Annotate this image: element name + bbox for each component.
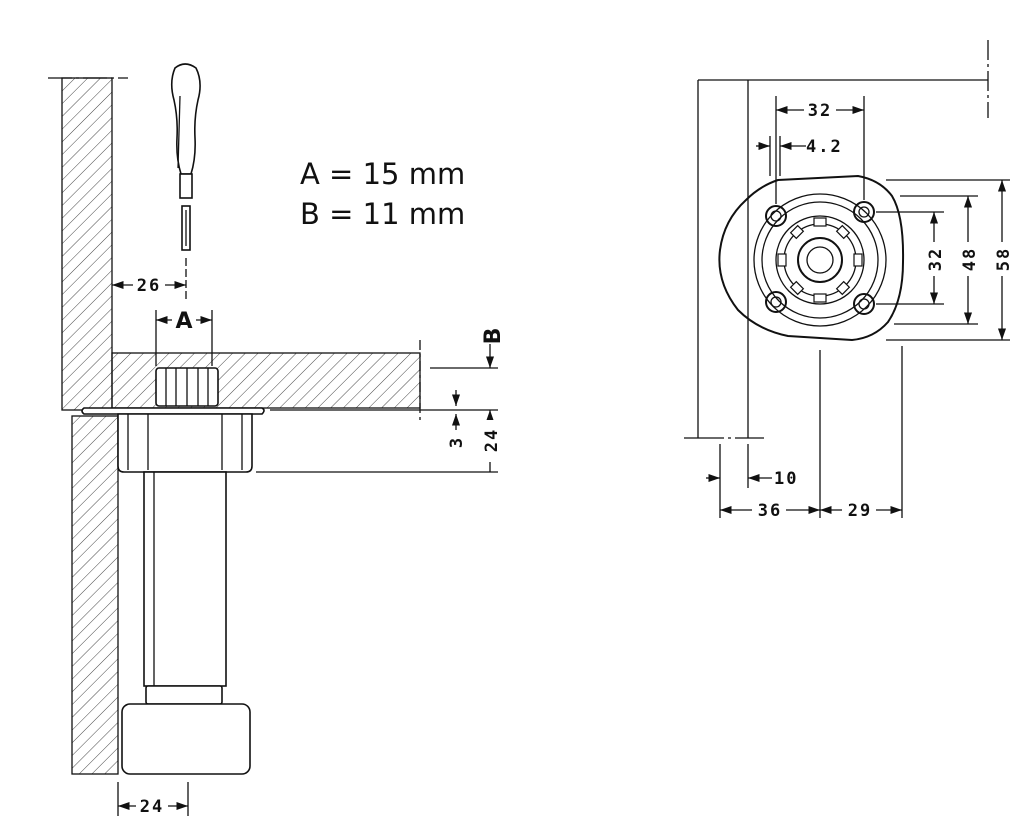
dim-48: 48 [960, 247, 980, 271]
dim-58: 58 [994, 247, 1014, 271]
dim-24-height: 24 [482, 428, 502, 452]
side-view: 26 A B 3 24 24 [48, 63, 506, 817]
leg-foot [121, 703, 251, 775]
screw-holes [765, 201, 875, 315]
label-b: B [481, 328, 506, 345]
dim-32-top: 32 [808, 101, 832, 121]
spec-a: A = 15 mm [300, 157, 465, 191]
top-view: 32 4.2 32 48 58 10 [684, 40, 1014, 521]
mounting-plate [718, 174, 905, 342]
hub-teeth [777, 217, 863, 303]
dim-29: 29 [848, 501, 872, 521]
dim-36: 36 [758, 501, 782, 521]
spec-b: B = 11 mm [300, 197, 465, 231]
dim-10: 10 [774, 469, 798, 489]
dim-26: 26 [137, 276, 161, 296]
leg-flange [81, 407, 265, 415]
dim-24-foot: 24 [140, 797, 164, 817]
dim-4-2: 4.2 [806, 137, 843, 157]
leg-tube [143, 471, 227, 687]
leg-housing [117, 413, 253, 473]
dim-3: 3 [447, 436, 467, 448]
side-panel-lower [71, 415, 119, 775]
side-panel-upper [61, 77, 113, 411]
dim-32-side: 32 [926, 247, 946, 271]
label-a: A [175, 309, 192, 334]
screwdriver-icon [170, 63, 201, 251]
